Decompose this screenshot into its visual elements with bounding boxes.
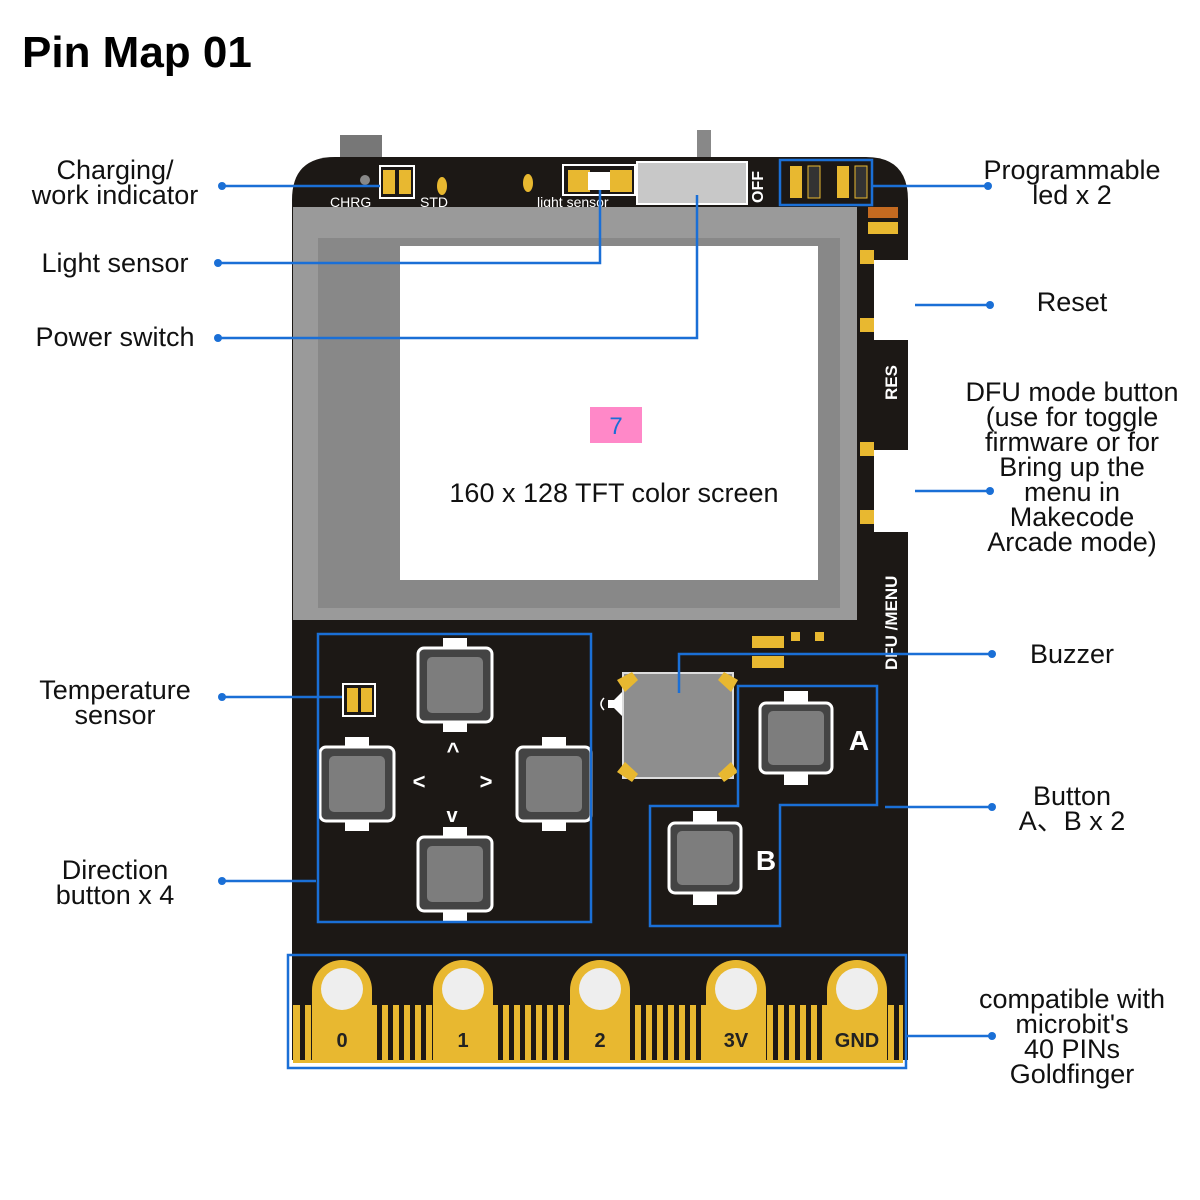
- screen-badge-text: 7: [609, 413, 622, 440]
- pin-hole: [321, 968, 363, 1010]
- dpad-right-label: >: [480, 769, 493, 794]
- label-buzzer: Buzzer: [1029, 639, 1115, 669]
- screen-caption: 160 x 128 TFT color screen: [449, 478, 778, 508]
- usb-connector: [340, 135, 382, 160]
- dpad-buttons: [318, 638, 593, 921]
- label-button-ab: Button A、B x 2: [1018, 781, 1126, 836]
- label-direction-buttons: Direction button x 4: [55, 855, 175, 910]
- dpad-down-label: v: [446, 805, 458, 827]
- label-charging-indicator: Charging/ work indicator: [31, 155, 199, 210]
- button-a: [758, 691, 834, 785]
- std-led: [437, 177, 447, 195]
- screen-badge: [590, 407, 642, 443]
- programmable-leds: [790, 165, 868, 199]
- pin-label: 2: [594, 1030, 605, 1052]
- callout-lines: [218, 158, 992, 1070]
- goldfinger: 0 1 2 3V GND: [293, 960, 903, 1063]
- silk-res: RES: [882, 365, 901, 400]
- dfu-button: [874, 450, 914, 532]
- silk-chrg: CHRG: [330, 194, 371, 210]
- light-sensor-chip: [568, 170, 590, 192]
- chrg-led-hole: [360, 175, 370, 185]
- silk-std: STD: [420, 194, 448, 210]
- speaker-icon: [600, 692, 622, 716]
- pin-hole: [836, 968, 878, 1010]
- silk-off: OFF: [750, 171, 767, 203]
- label-power-switch: Power switch: [35, 322, 195, 352]
- buzzer: [617, 672, 738, 782]
- pin-hole: [442, 968, 484, 1010]
- label-light-sensor: Light sensor: [41, 248, 189, 278]
- silk-dfu-menu: DFU /MENU: [882, 576, 901, 670]
- label-dfu-button: DFU mode button (use for toggle firmware…: [965, 377, 1179, 557]
- pin-label: 1: [457, 1030, 468, 1052]
- dpad-up-label: ^: [447, 738, 460, 763]
- silk-light-sensor: light sensor: [537, 194, 609, 210]
- label-goldfinger: compatible with microbit's 40 PINs Goldf…: [978, 984, 1166, 1089]
- button-b-label: B: [756, 845, 776, 876]
- temperature-sensor: [342, 683, 376, 717]
- button-a-label: A: [849, 725, 869, 756]
- dpad-left-label: <: [413, 769, 426, 794]
- pin-label: 0: [336, 1030, 347, 1052]
- pin-hole: [715, 968, 757, 1010]
- reset-button: [874, 260, 914, 340]
- power-switch: [636, 161, 748, 205]
- pin-hole: [579, 968, 621, 1010]
- label-temperature-sensor: Temperature sensor: [39, 675, 191, 730]
- pin-label: GND: [835, 1030, 879, 1052]
- pin-label: 3V: [724, 1030, 749, 1052]
- page-title: Pin Map 01: [22, 28, 252, 77]
- label-programmable-led: Programmable led x 2: [983, 155, 1161, 210]
- label-reset: Reset: [1036, 287, 1108, 317]
- button-b: [667, 811, 743, 905]
- callout-dots: [214, 182, 996, 1040]
